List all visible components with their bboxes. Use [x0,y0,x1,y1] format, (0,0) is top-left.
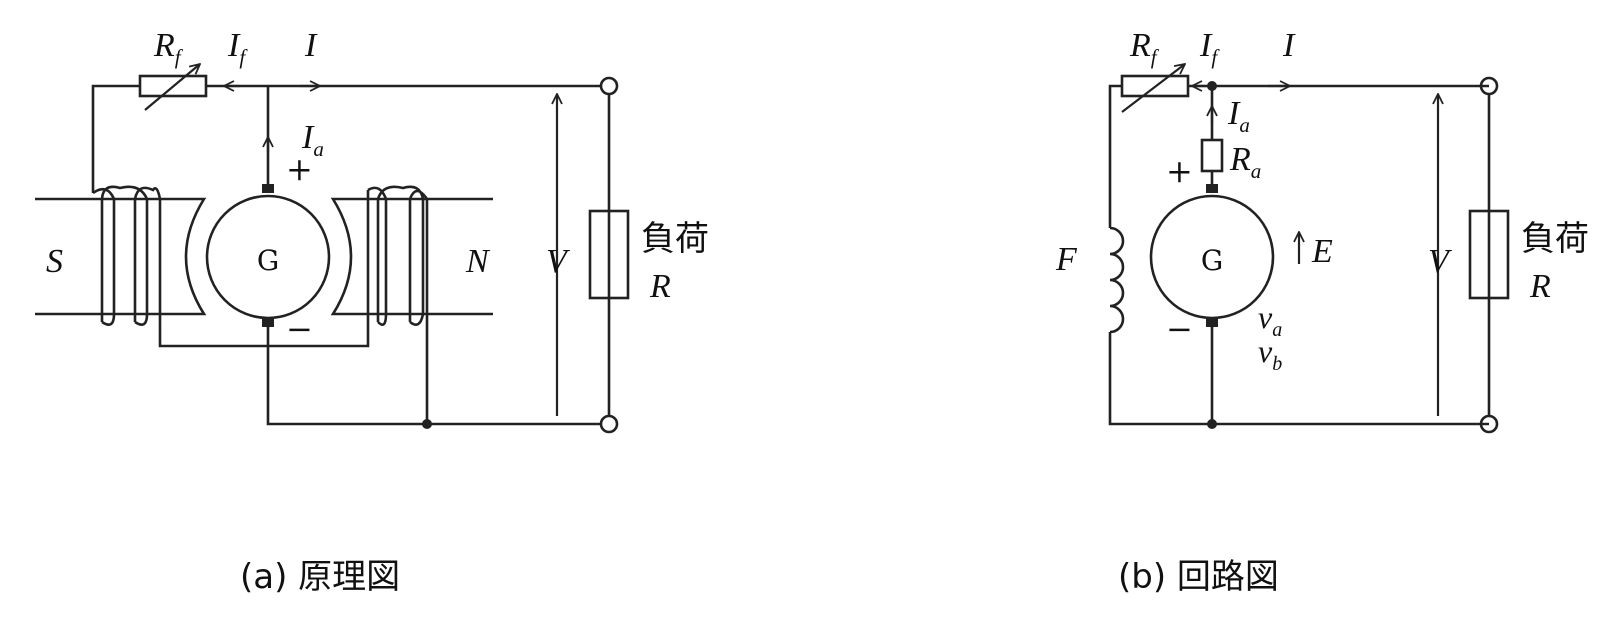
brush-bottom-a [262,318,274,327]
brush-top-b [1206,184,1218,193]
wire-a-gen-bottom [266,326,601,426]
wire-b-left-top [1108,84,1122,228]
pole-s [35,197,207,316]
g-label-b: G [1201,244,1223,277]
f-label: F [1055,241,1078,278]
minus-label-b: − [1166,310,1193,348]
plus-label-b: + [1166,152,1193,190]
brush-bottom-b [1206,318,1218,327]
vb-label: vb [1258,333,1282,375]
r-label-b: R [1529,268,1551,305]
junction-b-bottom [1207,419,1217,429]
rheostat-arrow-a [144,64,200,111]
rheostat-arrow-b [1121,64,1185,113]
armature-resistor-ra [1200,138,1224,173]
if-label-a: If [227,27,248,69]
load-resistor-a [588,209,630,300]
pole-n [330,197,493,316]
r-label-a: R [649,268,671,305]
terminal-a-top[interactable] [599,76,619,96]
caption-a: (a) 原理図 [240,557,400,597]
load-label-a: 負荷 [641,219,709,259]
v-label-b: V [1428,243,1453,280]
n-label: N [465,243,491,280]
load-resistor-b [1468,209,1510,300]
load-label-b: 負荷 [1521,219,1589,259]
field-rheostat-a [138,74,208,98]
caption-b: (b) 回路図 [1118,557,1279,597]
rf-label-a: Rf [153,27,184,69]
minus-label-a: − [286,310,313,348]
ra-label-b: Ra [1229,141,1261,183]
diagram-b: Rf If I Ia Ra + − G E F va vb V 負荷 R (b)… [1055,27,1589,597]
diagram-a: Rf If I Ia + − G S N V 負荷 R (a) 原理図 [35,27,709,597]
wire-a-top-left [91,84,140,193]
plus-label-a: + [286,150,313,188]
ia-label-b: Ia [1227,95,1250,137]
e-label: E [1311,233,1333,270]
field-coil-f [1109,226,1125,334]
wire-b-left-bottom [1108,332,1489,426]
terminal-a-bottom[interactable] [599,414,619,434]
terminal-b-top[interactable] [1479,76,1499,96]
brush-top-a [262,184,274,193]
rf-label-b: Rf [1129,27,1160,69]
s-label: S [46,243,63,280]
junction-a [422,419,432,429]
i-label-a: I [304,27,318,64]
va-label: va [1258,299,1282,341]
g-label-a: G [257,244,279,277]
coil-s [92,185,370,348]
v-label-a: V [546,243,571,280]
i-label-b: I [1282,27,1296,64]
ia-label-a: Ia [301,119,324,161]
terminal-b-bottom[interactable] [1479,414,1499,434]
if-label-b: If [1199,27,1220,69]
coil-n [367,185,429,424]
